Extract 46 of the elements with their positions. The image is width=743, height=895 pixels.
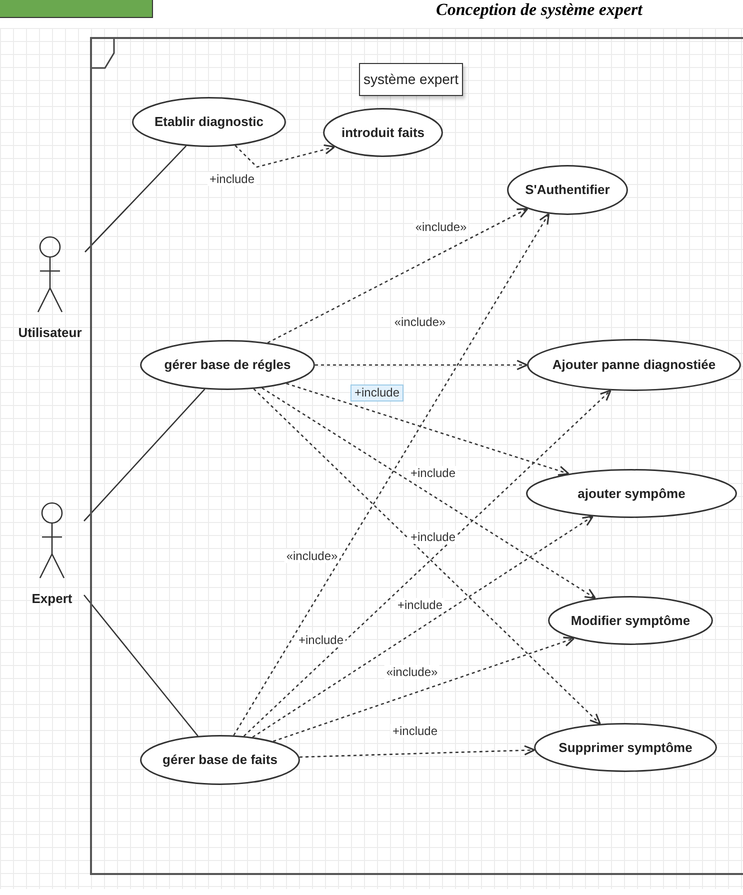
dependency-arrow: [315, 360, 528, 370]
dependency-arrow: [262, 387, 596, 600]
edge-label: «include»: [392, 315, 448, 329]
use-case-label: Supprimer symptôme: [558, 740, 692, 756]
system-boundary: [90, 37, 743, 875]
edge-label: +include: [408, 530, 458, 544]
use-case-ellipse: [323, 108, 443, 157]
use-case-ellipse: [140, 340, 315, 390]
dependency-arrow: [272, 636, 575, 742]
page-header-title: Conception de système expert: [436, 0, 642, 20]
edge-label: +include: [395, 598, 445, 612]
use-case-ellipse: [507, 165, 628, 215]
actor-name: Utilisateur: [18, 325, 82, 341]
use-case-label: gérer base de régles: [164, 357, 291, 373]
edge-label: +include: [390, 724, 440, 738]
use-case-label: gérer base de faits: [162, 752, 278, 768]
use-case-ellipse: [140, 735, 300, 785]
edge-label: «include»: [284, 549, 340, 563]
edge-label: +include: [408, 466, 458, 480]
dependency-arrow: [299, 745, 536, 758]
use-case-ellipse: [132, 97, 286, 147]
use-case-label: Ajouter panne diagnostiée: [552, 357, 716, 373]
edge-label: +include: [296, 633, 346, 647]
edge-label: «include»: [384, 665, 440, 679]
dependency-arrow: [234, 144, 336, 168]
edge-label: «include»: [413, 220, 469, 234]
use-case-label: S'Authentifier: [525, 182, 610, 198]
use-case-ellipse: [534, 723, 717, 772]
use-case-ellipse: [548, 596, 713, 645]
edge-label: +include: [350, 384, 404, 402]
association-line: [84, 145, 187, 252]
use-case-label: Modifier symptôme: [570, 612, 690, 628]
use-case-ellipse: [526, 469, 737, 518]
use-case-label: Etablir diagnostic: [154, 114, 264, 130]
system-title: système expert: [359, 63, 463, 96]
actor-name: Expert: [32, 591, 72, 607]
edge-label: +include: [207, 172, 257, 186]
dependency-arrow: [267, 208, 528, 344]
use-case-label: ajouter sympôme: [578, 486, 686, 502]
use-case-label: introduit faits: [341, 124, 425, 140]
dependency-arrow: [286, 382, 570, 476]
dependency-arrow: [233, 213, 550, 736]
association-line: [84, 388, 206, 522]
association-line: [84, 594, 198, 736]
dependency-arrow: [252, 516, 594, 738]
use-case-ellipse: [527, 339, 741, 391]
